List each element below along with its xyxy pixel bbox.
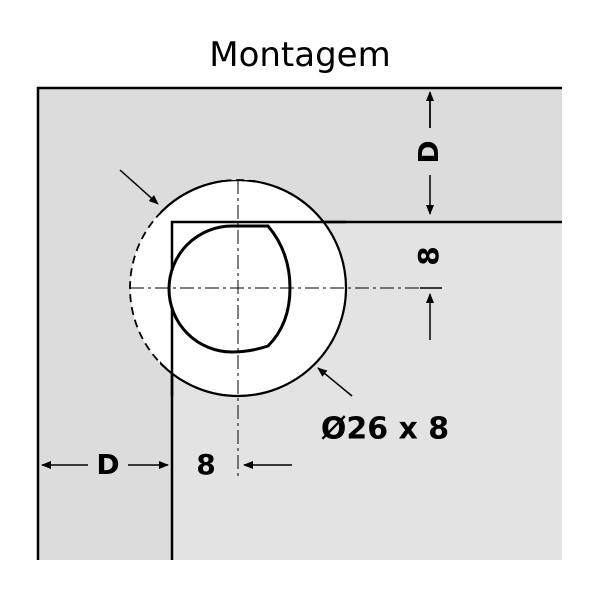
cam-shape — [167, 224, 292, 354]
inner-panel-corner — [170, 220, 346, 396]
outer-panel-edge — [36, 86, 562, 560]
dim-8-vertical-label: 8 — [412, 246, 445, 265]
dim-d-horizontal-label: D — [96, 448, 119, 481]
dim-8-horizontal-label: 8 — [196, 448, 215, 481]
diagram-title: Montagem — [209, 35, 391, 75]
leader-arrow-spec — [317, 367, 353, 397]
leader-arrow-top-left — [119, 169, 159, 205]
bore-circle — [160, 180, 348, 398]
bore-spec-label: Ø26 x 8 — [321, 412, 449, 447]
dim-d-vertical-label: D — [412, 140, 445, 163]
